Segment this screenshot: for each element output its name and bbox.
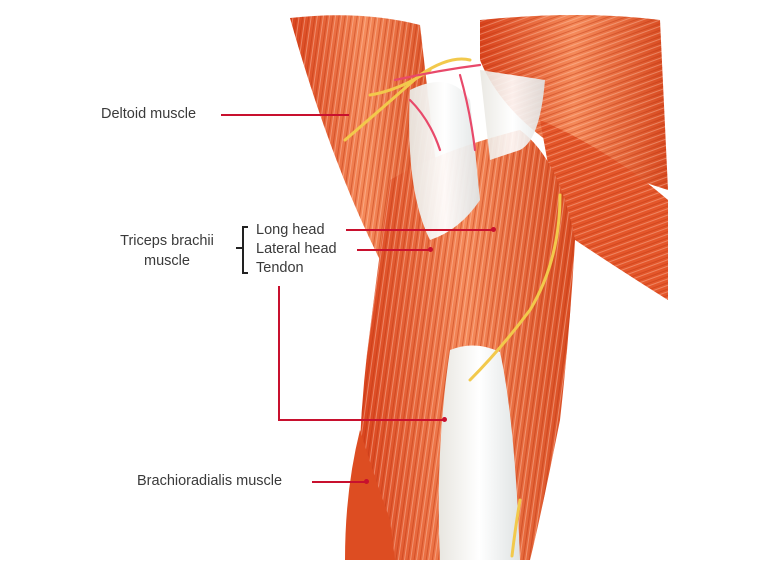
lateral-head-leader-line	[357, 249, 430, 251]
brachioradialis-label: Brachioradialis muscle	[137, 473, 283, 489]
long-head-label: Long head	[256, 222, 325, 238]
brachioradialis-leader-line	[312, 481, 367, 483]
triceps-bracket	[242, 226, 248, 274]
long-head-pointer-dot	[491, 227, 496, 232]
tendon-leader-vertical	[278, 286, 280, 420]
tendon-pointer-dot	[442, 417, 447, 422]
bracket-tick	[236, 247, 242, 249]
brachioradialis-pointer-dot	[364, 479, 369, 484]
deltoid-leader-line	[221, 114, 349, 116]
long-head-leader-line	[346, 229, 494, 231]
tendon-label: Tendon	[256, 260, 304, 276]
deltoid-label: Deltoid muscle	[101, 106, 197, 122]
tendon-leader-horizontal	[278, 419, 444, 421]
lateral-head-pointer-dot	[428, 247, 433, 252]
triceps-label-line2: muscle	[144, 253, 190, 269]
lateral-head-label: Lateral head	[256, 241, 337, 257]
triceps-label-line1: Triceps brachii	[120, 233, 214, 249]
